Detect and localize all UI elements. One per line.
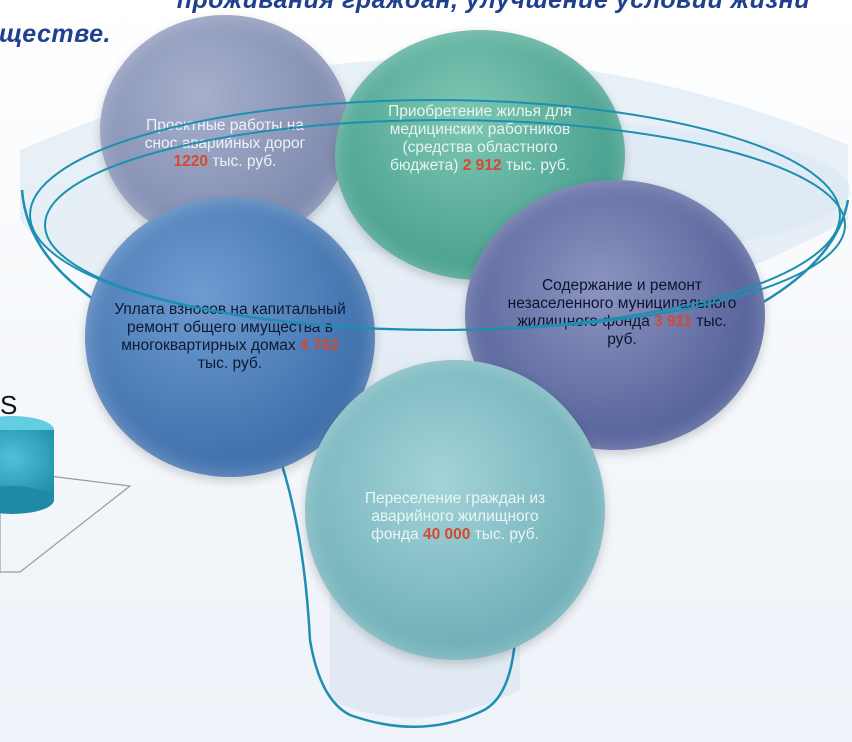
- bubble-project-works-unit: тыс. руб.: [212, 153, 277, 170]
- side-platform: [0, 469, 132, 573]
- bubble-project-works-value: 1220: [173, 153, 208, 170]
- cylinder-bottom: [0, 486, 54, 514]
- heading-line-1: проживания граждан, улучшение условий жи…: [176, 0, 810, 14]
- bubble-capital-repair-unit: тыс. руб.: [197, 355, 263, 372]
- bubble-resettlement-value: 40 000: [423, 526, 471, 543]
- bubble-medical-housing-value: 2 912: [462, 157, 502, 174]
- bubble-capital-repair-value: 4 762: [299, 337, 339, 354]
- bubble-resettlement-text: Переселение граждан из аварийного жилищн…: [364, 490, 546, 543]
- bubble-resettlement-unit: тыс. руб.: [474, 526, 539, 543]
- heading-line-2: ществе.: [0, 20, 111, 48]
- bubble-municipal-fund-value: 3 911: [654, 313, 693, 330]
- side-fragment: S: [0, 390, 18, 420]
- bubble-project-works-text: Проектные работы на снос аварийных дорог: [144, 117, 306, 152]
- bubble-medical-housing-unit: тыс. руб.: [505, 157, 570, 174]
- bubble-resettlement: Переселение граждан из аварийного жилищн…: [305, 360, 605, 660]
